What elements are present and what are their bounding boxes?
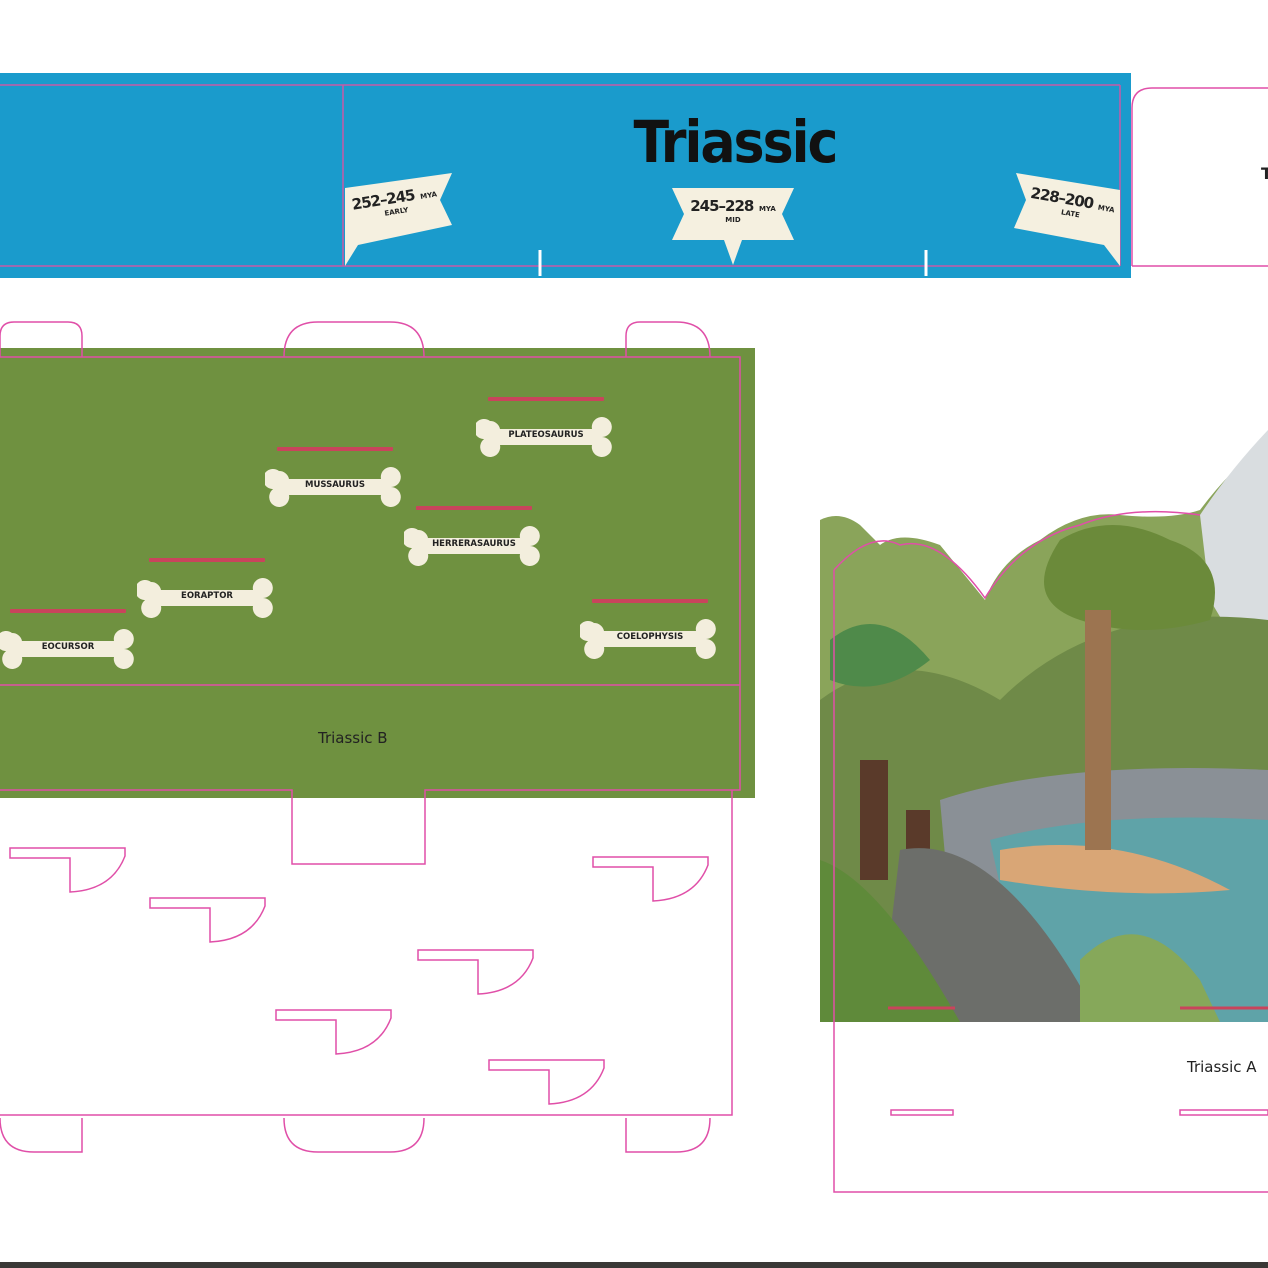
bone-icon: [474, 417, 612, 457]
flag-range: 245–228: [690, 197, 754, 215]
period-title: Triassic: [633, 108, 839, 176]
bone-label-eoraptor: EORAPTOR: [135, 558, 277, 618]
board-b-label: Triassic B: [318, 729, 388, 747]
bone-label-coelophysis: COELOPHYSIS: [578, 599, 720, 659]
slot-line: [277, 447, 393, 451]
band-fold-lines: [0, 84, 1121, 267]
slot-line: [416, 506, 532, 510]
next-panel-letter: T: [1261, 164, 1268, 183]
bone-name: HERRERASAURUS: [432, 539, 516, 549]
bone-icon: [402, 526, 540, 566]
flag-unit: MYA: [419, 190, 438, 201]
slot-line: [10, 609, 126, 613]
board-a-label: Triassic A: [1187, 1058, 1257, 1076]
bone-label-eocursor: EOCURSOR: [0, 609, 138, 669]
triassic-scene-illustration: [820, 430, 1268, 1022]
bone-name: COELOPHYSIS: [616, 632, 684, 642]
slot-line: [149, 558, 265, 562]
bone-icon: [578, 619, 716, 659]
bone-label-mussaurus: MUSSAURUS: [263, 447, 405, 507]
slot-line: [488, 397, 604, 401]
bone-name: MUSSAURUS: [304, 480, 365, 490]
next-panel-outline: [1131, 87, 1268, 267]
bone-name: EOCURSOR: [41, 642, 95, 652]
flag-unit: MYA: [758, 205, 776, 213]
bone-name: EORAPTOR: [181, 591, 233, 601]
bone-name: PLATEOSAURUS: [508, 430, 584, 440]
stand-pieces: [9, 847, 709, 1105]
flag-unit: MYA: [1097, 203, 1116, 215]
board-b-background: [0, 348, 755, 798]
bone-icon: [263, 467, 401, 507]
bone-label-herrerasaurus: HERRERASAURUS: [402, 506, 544, 566]
board-a-cut-lines: [833, 510, 1268, 1193]
flag-early: [345, 173, 452, 266]
flag-stage: MID: [725, 216, 741, 224]
bone-icon: [135, 578, 273, 618]
bone-label-plateosaurus: PLATEOSAURUS: [474, 397, 616, 457]
flag-mid: [672, 188, 794, 265]
flag-mid-label: 245–228 MYA MID: [685, 198, 781, 224]
slot-line: [592, 599, 708, 603]
timeline-band: [0, 73, 1131, 278]
bone-icon: [0, 629, 134, 669]
flag-late: [1014, 173, 1120, 266]
board-b-cut-lines: [0, 321, 741, 1153]
